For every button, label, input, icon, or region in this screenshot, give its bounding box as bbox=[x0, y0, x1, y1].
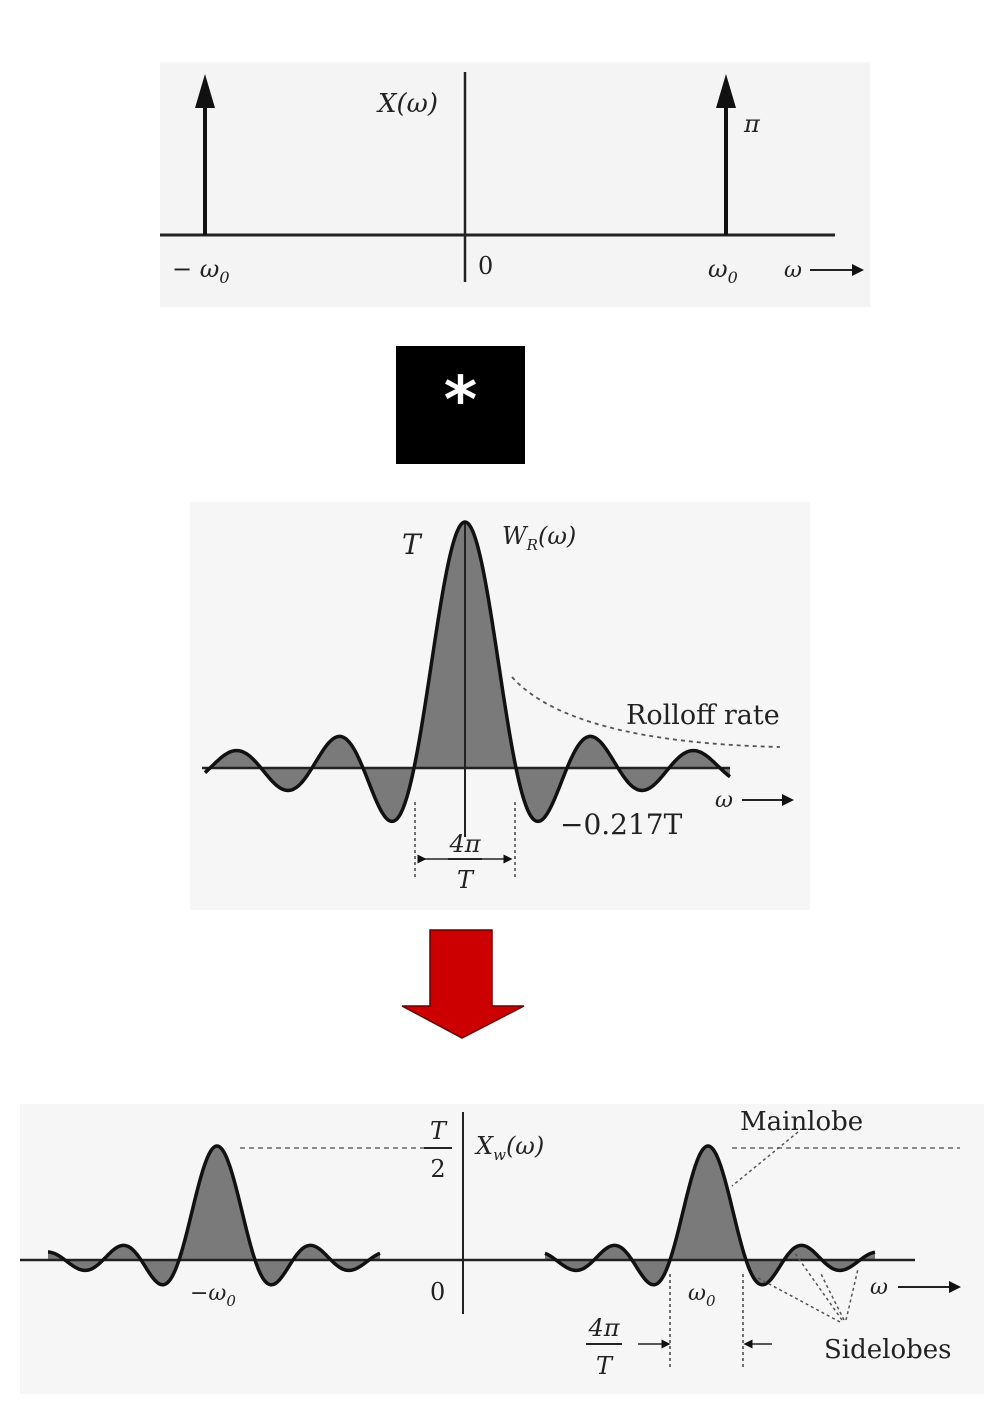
window-spectrum-area bbox=[205, 522, 730, 822]
tick-omega0: ω0 bbox=[708, 255, 738, 287]
windowed-function-label: Xw(ω) bbox=[474, 1132, 544, 1164]
convolution-symbol: * bbox=[443, 364, 478, 438]
spectrum-x-panel: X(ω) π − ω0 0 ω0 ω bbox=[160, 62, 870, 307]
peak-numerator: T bbox=[430, 1117, 448, 1145]
spectrum-x-plot: X(ω) π − ω0 0 ω0 ω bbox=[160, 72, 864, 287]
sidelobe-callout-line-3 bbox=[819, 1271, 845, 1321]
impulse-negative-arrowhead bbox=[195, 74, 215, 108]
sidelobes-label: Sidelobes bbox=[824, 1335, 952, 1365]
convolution-operator-box: * bbox=[396, 346, 525, 464]
window-spectrum-plot: T WR(ω) Rolloff rate −0.217T ω 4π T bbox=[202, 520, 794, 894]
window-spectrum-panel: T WR(ω) Rolloff rate −0.217T ω 4π T bbox=[190, 502, 810, 910]
axis-omega-label: ω bbox=[870, 1275, 888, 1300]
axis-omega-label: ω bbox=[784, 258, 802, 283]
windowed-spectrum-plot: T 2 Xw(ω) Mainlobe −ω0 0 ω0 ω Sidelobes … bbox=[20, 1107, 961, 1380]
tick-neg-omega0: −ω0 bbox=[190, 1281, 236, 1310]
peak-denominator: 2 bbox=[430, 1155, 445, 1183]
impulse-height-label: π bbox=[743, 110, 761, 138]
rolloff-rate-label: Rolloff rate bbox=[626, 700, 780, 731]
window-function-label: WR(ω) bbox=[502, 522, 576, 554]
tick-omega0: ω0 bbox=[688, 1281, 716, 1310]
width-numerator: 4π bbox=[587, 1314, 620, 1342]
axis-omega-label: ω bbox=[715, 788, 733, 813]
lobe-curve-positive bbox=[544, 1144, 876, 1287]
width-denominator: T bbox=[596, 1352, 614, 1380]
sidelobe-callout-line-4 bbox=[845, 1268, 859, 1321]
width-numerator: 4π bbox=[448, 830, 481, 858]
min-value-label: −0.217T bbox=[560, 808, 683, 841]
result-arrow bbox=[401, 929, 525, 1039]
peak-T-label: T bbox=[402, 528, 423, 561]
mainlobe-label: Mainlobe bbox=[740, 1107, 863, 1137]
tick-zero: 0 bbox=[430, 1278, 445, 1306]
impulse-positive-arrowhead bbox=[716, 74, 736, 108]
tick-neg-omega0: − ω0 bbox=[172, 255, 230, 287]
windowed-spectrum-panel: T 2 Xw(ω) Mainlobe −ω0 0 ω0 ω Sidelobes … bbox=[20, 1104, 984, 1394]
result-arrow-shape bbox=[401, 929, 525, 1039]
width-denominator: T bbox=[457, 866, 475, 894]
window-spectrum-curve bbox=[203, 520, 732, 824]
tick-zero: 0 bbox=[478, 252, 493, 280]
mainlobe-callout-line bbox=[731, 1131, 799, 1187]
sidelobe-callout-line-2 bbox=[793, 1251, 843, 1321]
lobe-curve-negative bbox=[48, 1144, 381, 1287]
x-omega-label: X(ω) bbox=[376, 89, 438, 119]
